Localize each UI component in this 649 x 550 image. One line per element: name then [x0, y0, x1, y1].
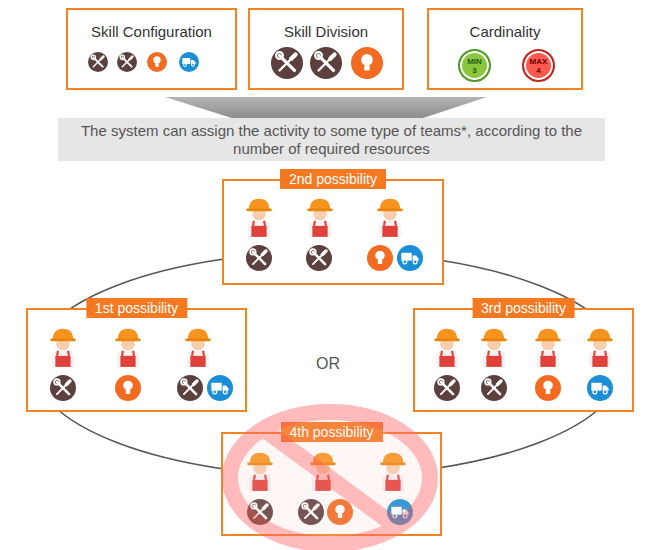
tool-icon: [246, 245, 272, 271]
skill-box: Skill Division: [248, 8, 404, 90]
bulb-icon: [115, 375, 141, 401]
worker-icon: [246, 199, 272, 237]
worker-icon: [481, 329, 507, 367]
worker-icon: [380, 453, 406, 491]
possibility-box: 4th possibility: [221, 432, 442, 536]
worker-icon: [185, 329, 211, 367]
box-title: Skill Configuration: [68, 10, 235, 40]
worker-icon: [587, 329, 613, 367]
separator-label: OR: [316, 355, 340, 373]
box-title: Cardinality: [429, 10, 581, 40]
truck-icon: [387, 499, 413, 525]
worker-icon: [310, 453, 336, 491]
bulb-icon: [147, 52, 167, 72]
tool-icon: [117, 52, 137, 72]
possibility-box: 2nd possibility: [222, 179, 444, 285]
bulb-icon: [351, 47, 383, 79]
tool-icon: [271, 47, 303, 79]
cardinality-circle: MIN 3: [458, 49, 491, 82]
tool-icon: [310, 47, 342, 79]
possibility-header: 2nd possibility: [280, 169, 386, 189]
worker-icon: [115, 329, 141, 367]
cardinality-circle: MAX 4: [522, 49, 555, 82]
prohibition-ring: [230, 412, 430, 544]
worker-icon: [307, 199, 333, 237]
truck-icon: [397, 245, 423, 271]
box-title: Skill Division: [250, 10, 402, 40]
truck-icon: [587, 375, 613, 401]
circle-label: MAX 4: [529, 57, 548, 75]
info-band: The system can assign the activity to so…: [58, 118, 605, 161]
truck-icon: [207, 375, 233, 401]
possibility-header: 1st possibility: [86, 298, 187, 318]
truck-icon: [179, 52, 199, 72]
bulb-icon: [327, 499, 353, 525]
tool-icon: [247, 499, 273, 525]
band-text: The system can assign the activity to so…: [72, 122, 592, 158]
possibility-box: 1st possibility: [26, 308, 247, 412]
worker-icon: [377, 199, 403, 237]
prohibition-slash: [262, 428, 398, 528]
funnel-arrow: [165, 97, 487, 119]
possibility-header: 4th possibility: [280, 422, 382, 442]
cardinality-box: CardinalityMIN 3 MAX 4: [427, 8, 583, 90]
worker-icon: [50, 329, 76, 367]
prohibition-sign: [230, 412, 430, 544]
worker-icon: [247, 453, 273, 491]
tool-icon: [177, 375, 203, 401]
tool-icon: [50, 375, 76, 401]
worker-icon: [535, 329, 561, 367]
worker-icon: [434, 329, 460, 367]
tool-icon: [298, 499, 324, 525]
bulb-icon: [535, 375, 561, 401]
tool-icon: [481, 375, 507, 401]
skill-box: Skill Configuration: [66, 8, 237, 90]
tool-icon: [434, 375, 460, 401]
tool-icon: [88, 52, 108, 72]
circle-label: MIN 3: [465, 57, 484, 75]
bulb-icon: [367, 245, 393, 271]
tool-icon: [306, 245, 332, 271]
possibility-header: 3rd possibility: [472, 298, 575, 318]
possibility-box: 3rd possibility: [413, 308, 634, 412]
